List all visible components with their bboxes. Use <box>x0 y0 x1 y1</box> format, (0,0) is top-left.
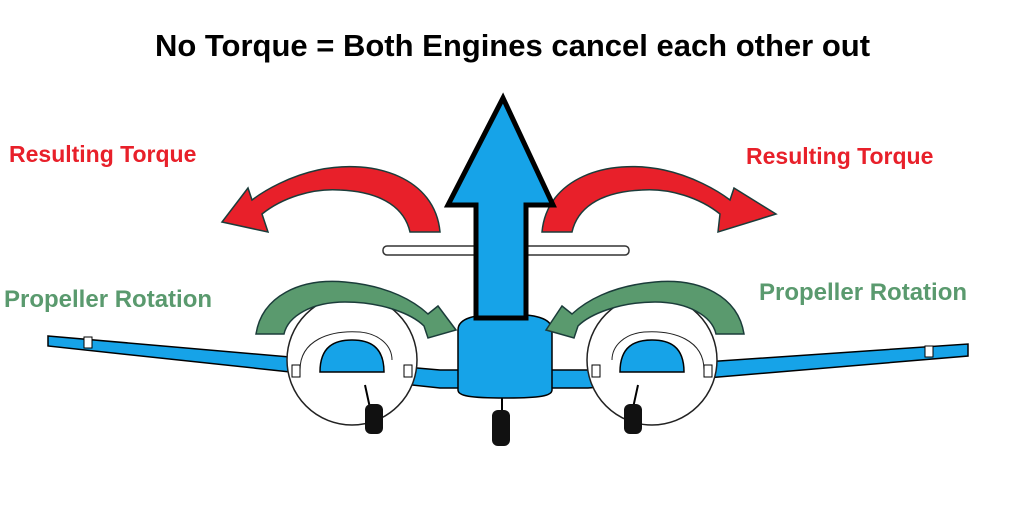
torque-arrow-right-icon <box>541 165 778 234</box>
prop-rotation-right-shape <box>544 280 745 339</box>
engine-nacelle-right <box>591 339 713 378</box>
torque-left-shape <box>220 165 441 234</box>
diagram-title: No Torque = Both Engines cancel each oth… <box>154 28 871 63</box>
torque-label-right: Resulting Torque <box>746 143 934 169</box>
fuselage <box>457 313 553 399</box>
curved-arrow-clockwise-icon <box>255 280 458 339</box>
propeller-rotation-label-right: Propeller Rotation <box>759 279 968 306</box>
torque-right-shape <box>541 165 778 234</box>
propeller-rotation-label-left: Propeller Rotation <box>4 286 213 313</box>
torque-arrow-left-icon <box>220 165 441 234</box>
landing-gear-nose <box>492 396 510 446</box>
curved-arrow-counterclockwise-icon <box>544 280 745 339</box>
torque-label-left: Resulting Torque <box>9 141 197 167</box>
engine-nacelle-left <box>291 339 413 378</box>
landing-gear-right <box>624 384 642 434</box>
prop-rotation-left-shape <box>255 280 458 339</box>
landing-gear-left <box>364 384 383 434</box>
up-arrow-icon <box>443 92 557 321</box>
